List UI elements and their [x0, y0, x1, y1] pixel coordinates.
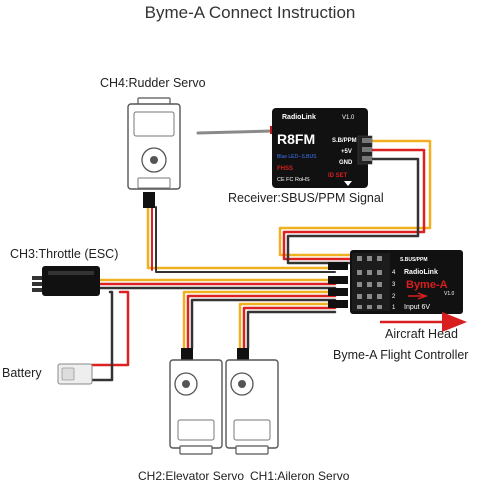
controller-direction-icon [408, 292, 428, 300]
sbus-wire-signal [278, 139, 432, 257]
byme-a-controller: S.BUS/PPM 4 3 2 1 RadioLink Byme-A V1.0 … [328, 250, 463, 314]
rudder-servo [127, 97, 181, 208]
aileron-wire-ground [246, 310, 337, 350]
receiver-brand: RadioLink [282, 114, 316, 121]
receiver-marks: CE FC RoHS [277, 177, 310, 183]
diagram-title: Byme-A Connect Instruction [144, 3, 356, 22]
receiver-pin-5v: +5V [341, 149, 352, 155]
aileron-wire-signal [238, 302, 337, 350]
receiver-led-note: Blue LED--S.BUS [277, 154, 317, 160]
receiver-version: V1.0 [342, 115, 355, 121]
label-elevator-servo: CH2:Elevator Servo [138, 469, 245, 483]
elevator-wire-ground [190, 298, 337, 350]
receiver-fhss: FHSS [277, 166, 293, 172]
label-aircraft-head: Aircraft Head [385, 327, 458, 341]
label-receiver: Receiver:SBUS/PPM Signal [228, 191, 384, 205]
controller-input: Input 6V [404, 304, 430, 311]
rudder-wire-signal [146, 205, 337, 270]
receiver-antenna [196, 129, 274, 135]
controller-ch2: 2 [392, 294, 396, 300]
wires [90, 129, 432, 382]
label-rudder-servo: CH4:Rudder Servo [100, 76, 206, 90]
elevator-wire-signal [182, 290, 337, 350]
controller-version: V1.0 [444, 291, 455, 297]
label-flight-controller: Byme-A Flight Controller [333, 348, 469, 362]
controller-port-label: S.BUS/PPM [400, 257, 428, 263]
receiver-pin-gnd: GND [339, 160, 353, 166]
controller-ch1: 1 [392, 305, 396, 311]
controller-name: Byme-A [406, 279, 448, 291]
battery-wire-red [90, 290, 130, 367]
elevator-servo [169, 348, 223, 455]
elevator-wire-power [186, 294, 337, 350]
receiver-module: RadioLink V1.0 R8FM Blue LED--S.BUS S.B/… [270, 108, 373, 188]
receiver-model: R8FM [277, 131, 315, 147]
label-battery: Battery [2, 366, 42, 380]
controller-pin-grid [357, 256, 382, 309]
sbus-wire-power [282, 148, 426, 261]
sbus-wire-ground [286, 157, 420, 265]
controller-ch4: 4 [392, 270, 396, 276]
receiver-id-set: ID SET [328, 173, 348, 179]
rudder-wire-ground [155, 206, 336, 273]
id-set-button-icon [344, 181, 352, 186]
battery-connector [57, 363, 93, 385]
controller-brand: RadioLink [404, 269, 438, 276]
label-throttle-esc: CH3:Throttle (ESC) [10, 247, 119, 261]
aileron-wire-power [242, 306, 337, 350]
battery-wire-black [90, 290, 114, 382]
label-aileron-servo: CH1:Aileron Servo [250, 469, 350, 483]
receiver-pin-sbus: S.B/PPM [332, 138, 357, 144]
aileron-servo [225, 348, 279, 455]
esc [32, 266, 100, 296]
controller-ch3: 3 [392, 282, 396, 288]
